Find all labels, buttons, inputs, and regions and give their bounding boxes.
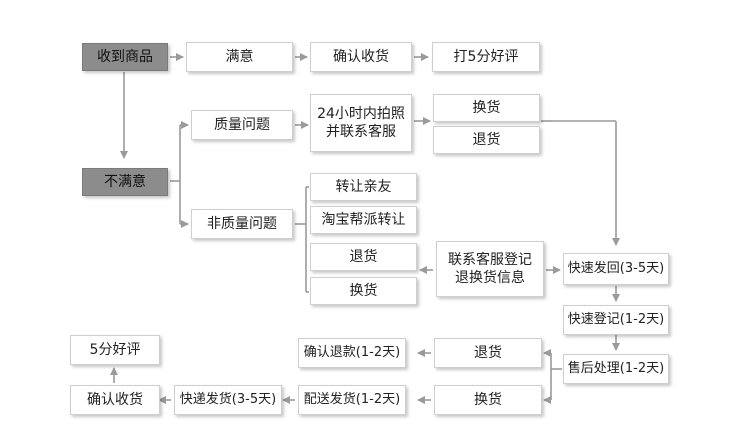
confirm-refund-node: 确认退款(1-2天)	[298, 338, 406, 368]
return-option-b: 退货	[310, 243, 417, 271]
courier-ship-node: 快递发货(3-5天)	[174, 385, 282, 415]
return-option-a: 退货	[433, 126, 540, 154]
after-sales-node: 售后处理(1-2天)	[563, 354, 669, 384]
delivery-ship-node: 配送发货(1-2天)	[298, 385, 406, 415]
taobao-transfer-option: 淘宝帮派转让	[310, 206, 417, 234]
five-star-bottom-node: 5分好评	[70, 335, 160, 365]
exchange-option-c: 换货	[434, 385, 542, 415]
confirm-receipt-bottom-node: 确认收货	[70, 385, 160, 415]
contact-register-node: 联系客服登记 退换货信息	[436, 241, 544, 297]
five-star-review-node: 打5分好评	[432, 42, 540, 72]
express-return-node: 快速发回(3-5天)	[563, 253, 669, 285]
return-option-c: 退货	[434, 338, 542, 368]
confirm-receipt-node: 确认收货	[310, 42, 412, 72]
transfer-friend-option: 转让亲友	[310, 173, 417, 201]
satisfied-node: 满意	[186, 42, 293, 72]
fast-register-node: 快速登记(1-2天)	[563, 305, 669, 335]
unsatisfied-node: 不满意	[82, 168, 168, 196]
exchange-option-b: 换货	[310, 277, 417, 305]
non-quality-issue-node: 非质量问题	[191, 209, 293, 239]
photo-contact-node: 24小时内拍照 并联系客服	[310, 94, 412, 152]
exchange-option-a: 换货	[433, 94, 540, 122]
quality-issue-node: 质量问题	[191, 110, 293, 140]
received-goods-node: 收到商品	[82, 43, 168, 71]
